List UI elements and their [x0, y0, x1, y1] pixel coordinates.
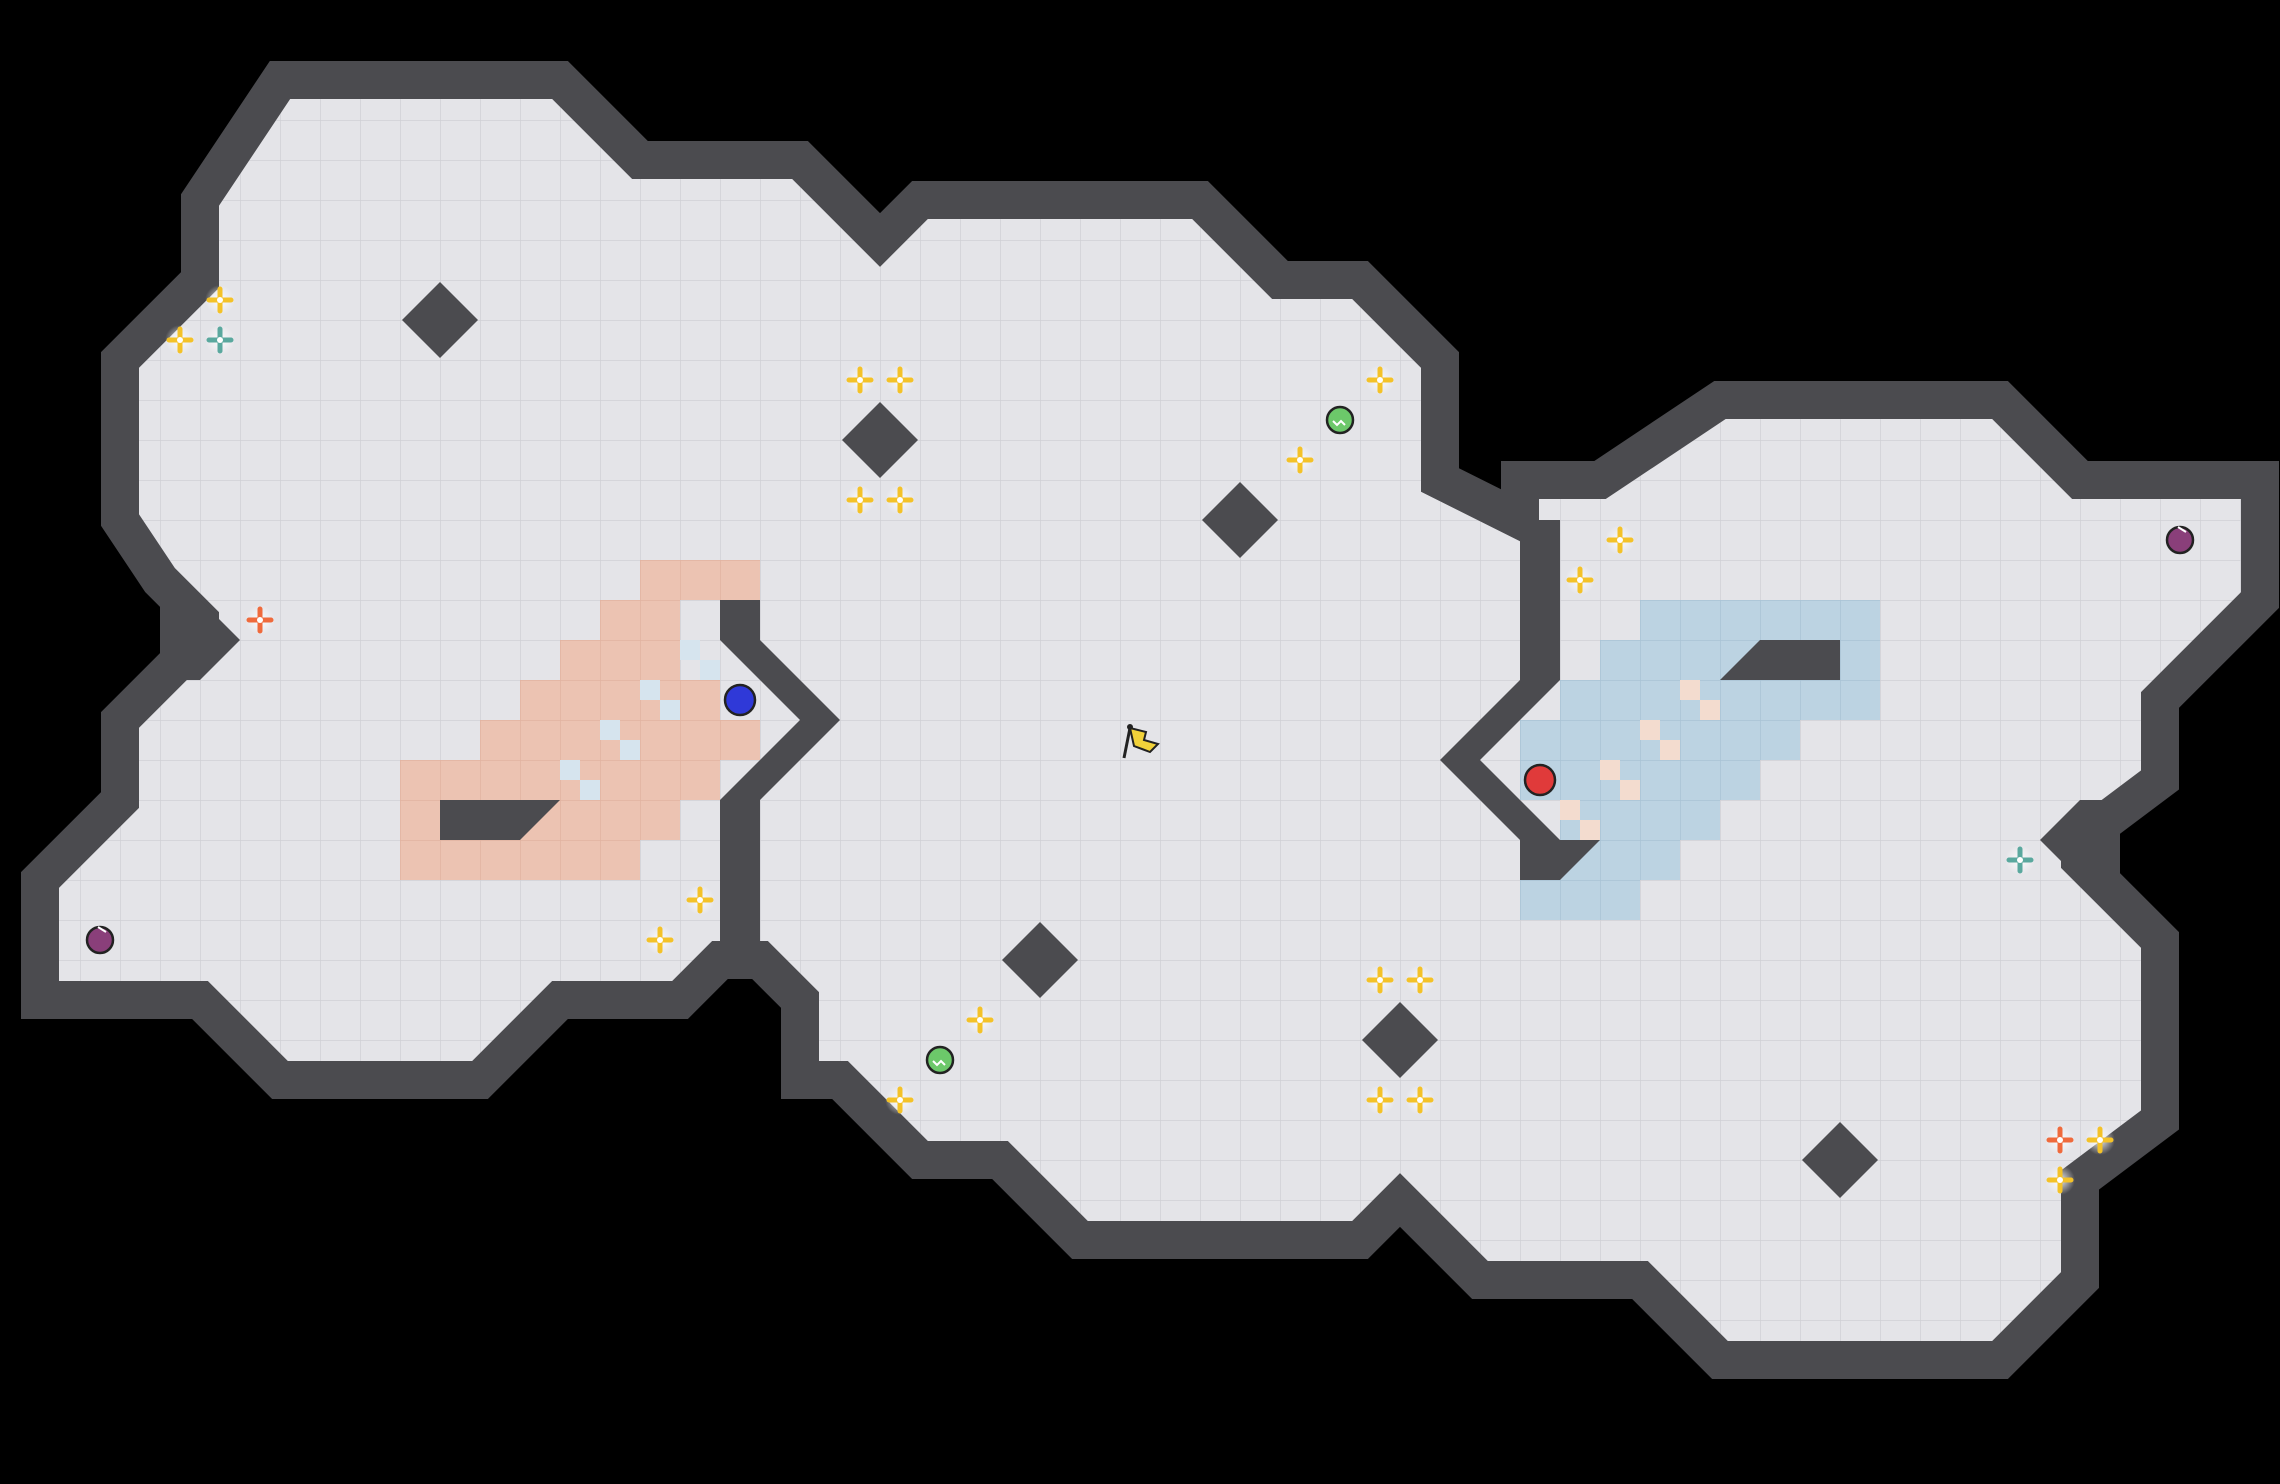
red-player-icon: [1523, 763, 1557, 797]
diamond-obstacle: [1202, 482, 1278, 558]
zone-checker-tiles: [560, 640, 1720, 840]
red-boost-icon: [2045, 1125, 2075, 1155]
yellow-boost-icon: [1605, 525, 1635, 555]
yellow-boost-icon: [205, 285, 235, 315]
bomb-icon: [85, 925, 115, 955]
yellow-boost-icon: [645, 925, 675, 955]
map-floor: [21, 61, 2279, 1379]
yellow-boost-icon: [885, 1085, 915, 1115]
interior-walls: [160, 520, 2120, 960]
diamond-obstacle: [402, 282, 478, 358]
yellow-boost-icon: [1405, 1085, 1435, 1115]
bomb-icon: [2165, 525, 2195, 555]
blue-player-icon: [723, 683, 757, 717]
diamond-obstacle: [842, 402, 918, 478]
neutral-flag-icon: [1122, 724, 1160, 759]
yellow-boost-icon: [685, 885, 715, 915]
yellow-boost-icon: [885, 485, 915, 515]
red-zone-bar: [440, 800, 560, 840]
map-items: [85, 285, 2195, 1195]
teal-boost-icon: [2005, 845, 2035, 875]
diamond-obstacle: [1362, 1002, 1438, 1078]
yellow-boost-icon: [1365, 365, 1395, 395]
yellow-boost-icon: [2045, 1165, 2075, 1195]
diamond-obstacles: [402, 282, 1878, 1198]
powerup-icon: [925, 1045, 955, 1075]
teal-boost-icon: [205, 325, 235, 355]
yellow-boost-icon: [885, 365, 915, 395]
diamond-obstacle: [1002, 922, 1078, 998]
yellow-boost-icon: [1565, 565, 1595, 595]
yellow-boost-icon: [1365, 1085, 1395, 1115]
yellow-boost-icon: [165, 325, 195, 355]
right-base-wall: [1440, 520, 1600, 880]
blue-zone-bar: [1720, 640, 1840, 680]
left-base-wall: [720, 600, 840, 960]
yellow-boost-icon: [845, 485, 875, 515]
yellow-boost-icon: [2085, 1125, 2115, 1155]
diamond-obstacle: [1802, 1122, 1878, 1198]
red-boost-icon: [245, 605, 275, 635]
yellow-boost-icon: [845, 365, 875, 395]
yellow-boost-icon: [965, 1005, 995, 1035]
yellow-boost-icon: [1285, 445, 1315, 475]
right-notch-wall: [2040, 800, 2120, 880]
yellow-boost-icon: [1365, 965, 1395, 995]
yellow-boost-icon: [1405, 965, 1435, 995]
left-notch-wall: [160, 600, 240, 680]
powerup-icon: [1325, 405, 1355, 435]
